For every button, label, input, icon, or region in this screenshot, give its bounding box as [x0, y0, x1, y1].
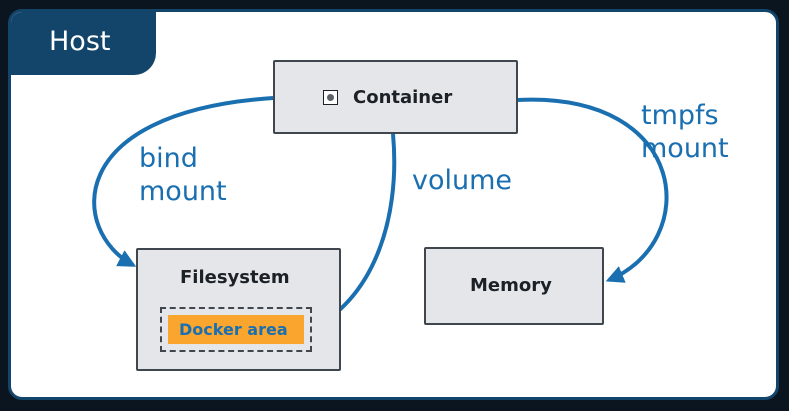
tmpfs-mount-arrow	[517, 97, 669, 283]
docker-area-label: Docker area	[179, 320, 288, 339]
tmpfs-mount-label-line1: tmpfs	[641, 100, 719, 131]
tmpfs-mount-label: tmpfs mount	[641, 99, 729, 165]
host-label: Host	[49, 26, 111, 57]
bind-mount-label: bind mount	[139, 142, 227, 208]
filesystem-label: Filesystem	[180, 267, 290, 288]
bind-mount-label-line1: bind	[139, 143, 198, 174]
container-icon	[323, 90, 338, 105]
docker-area-outline: Docker area	[160, 307, 312, 352]
docker-area-box: Docker area	[168, 315, 304, 344]
memory-label: Memory	[470, 275, 552, 296]
container-label: Container	[353, 87, 453, 108]
tmpfs-mount-label-line2: mount	[641, 133, 729, 164]
filesystem-box: Filesystem Docker area	[136, 248, 341, 371]
host-frame: Host Container Filesystem Docker area Me…	[8, 9, 779, 400]
volume-label: volume	[412, 165, 513, 196]
bind-mount-label-line2: mount	[139, 176, 227, 207]
bind-mount-arrow	[92, 96, 274, 267]
container-box: Container	[273, 60, 518, 134]
container-icon-dot	[327, 94, 334, 101]
host-tab: Host	[11, 12, 156, 75]
memory-box: Memory	[424, 247, 604, 325]
